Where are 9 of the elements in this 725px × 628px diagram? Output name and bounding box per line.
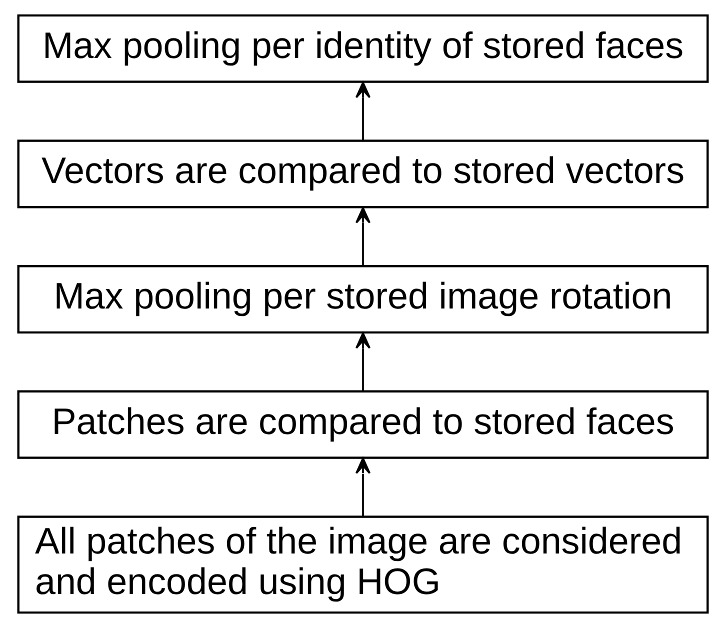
arrow (354, 457, 370, 517)
node-box: All patches of the image are considered and encoded using HOG (16, 516, 708, 614)
node-box: Patches are compared to stored faces (16, 390, 708, 459)
arrow (354, 207, 370, 266)
node-box: Max pooling per identity of stored faces (16, 14, 708, 83)
node-box: Max pooling per stored image rotation (16, 264, 708, 334)
arrow (354, 332, 370, 391)
node-box: Vectors are compared to stored vectors (16, 140, 708, 208)
arrow (354, 82, 370, 140)
